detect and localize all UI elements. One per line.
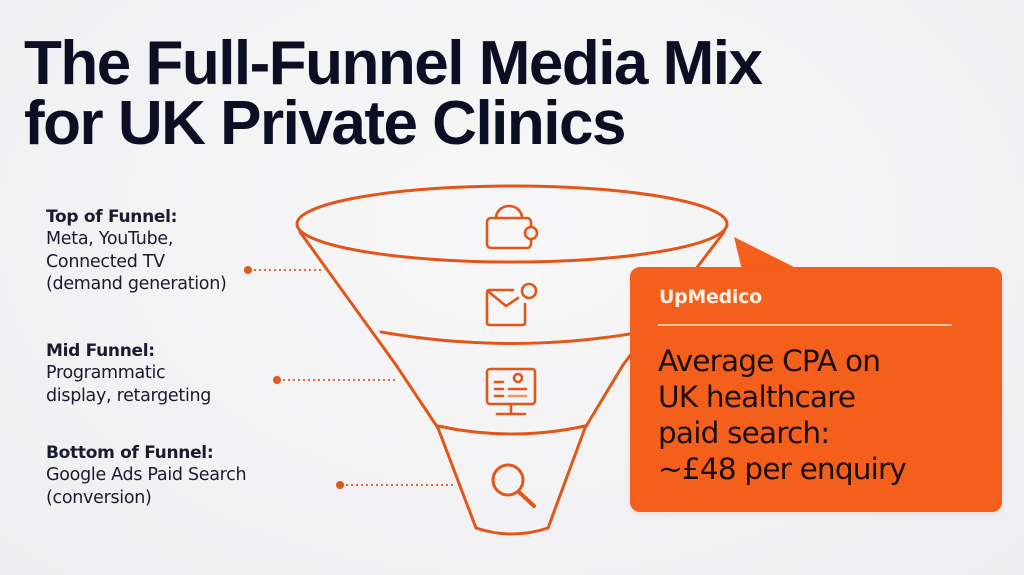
leader-lines [244, 266, 456, 489]
stage-line: Programmatic [46, 363, 166, 383]
funnel-band-2 [436, 424, 587, 436]
stage-line: Meta, YouTube, [46, 229, 174, 249]
stage-description: Google Ads Paid Search (conversion) [46, 464, 346, 509]
callout-pointer [734, 237, 800, 270]
leader-dot-mid [273, 376, 281, 384]
title-line-1: The Full-Funnel Media Mix [24, 29, 763, 98]
stage-top-of-funnel: Top of Funnel: Meta, YouTube, Connected … [46, 206, 346, 296]
stat-line: paid search: [658, 416, 830, 450]
funnel-band-1 [379, 330, 644, 345]
funnel-outline [298, 230, 726, 536]
stage-description: Meta, YouTube, Connected TV (demand gene… [46, 228, 346, 296]
stat-line: ~£48 per enquiry [658, 452, 907, 486]
stat-line: Average CPA on [658, 344, 881, 378]
funnel-top-rim [295, 184, 729, 264]
stage-line: Google Ads Paid Search [46, 465, 247, 485]
title-line-2: for UK Private Clinics [24, 89, 626, 158]
stage-mid-funnel: Mid Funnel: Programmatic display, retarg… [46, 340, 346, 407]
stage-heading: Bottom of Funnel: [46, 443, 214, 463]
stage-line: Connected TV [46, 251, 165, 272]
envelope-notification-icon [485, 282, 538, 327]
stage-line: (demand generation) [46, 274, 227, 294]
leader-dot-bottom [336, 481, 344, 489]
stage-heading: Top of Funnel: [46, 207, 178, 227]
search-icon [491, 463, 536, 508]
cpa-statistic: Average CPA on UK healthcare paid search… [658, 343, 998, 487]
monitor-display-icon [485, 367, 537, 416]
callout-divider [658, 324, 952, 326]
leader-dot-top [244, 266, 252, 274]
stage-bottom-of-funnel: Bottom of Funnel: Google Ads Paid Search… [46, 442, 346, 509]
stage-line: (conversion) [46, 487, 152, 508]
page-title: The Full-Funnel Media Mix for UK Private… [24, 29, 763, 158]
stage-heading: Mid Funnel: [46, 341, 155, 361]
wallet-icon [485, 204, 539, 250]
cpa-callout: UpMedico Average CPA on UK healthcare pa… [630, 267, 1002, 512]
stat-line: UK healthcare [658, 380, 856, 414]
brand-name: UpMedico [659, 286, 762, 308]
stage-line: display, retargeting [46, 385, 212, 406]
stage-description: Programmatic display, retargeting [46, 362, 346, 407]
